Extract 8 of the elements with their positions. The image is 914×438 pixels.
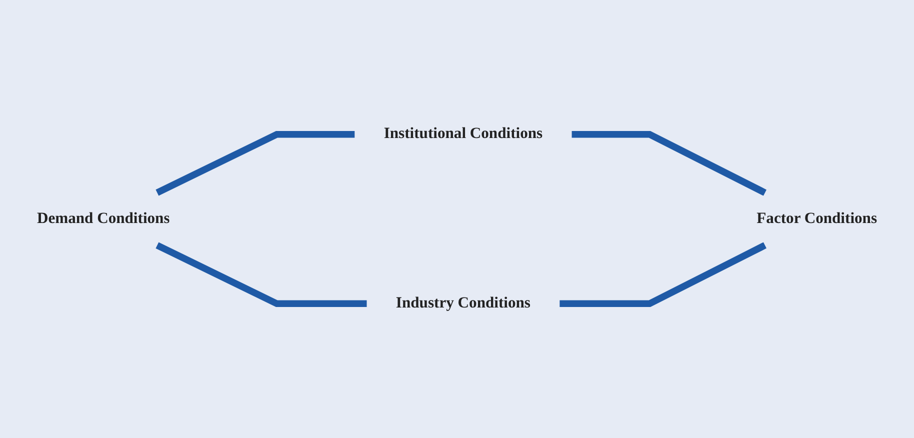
- connector: [156, 242, 367, 308]
- connector: [156, 130, 355, 196]
- connector: [560, 242, 766, 308]
- node-text: Factor Conditions: [756, 210, 878, 227]
- node-text: Industry Conditions: [396, 294, 530, 312]
- connector: [572, 130, 766, 196]
- node-text: Institutional Conditions: [384, 126, 543, 142]
- node-text: Demand Conditions: [36, 210, 170, 227]
